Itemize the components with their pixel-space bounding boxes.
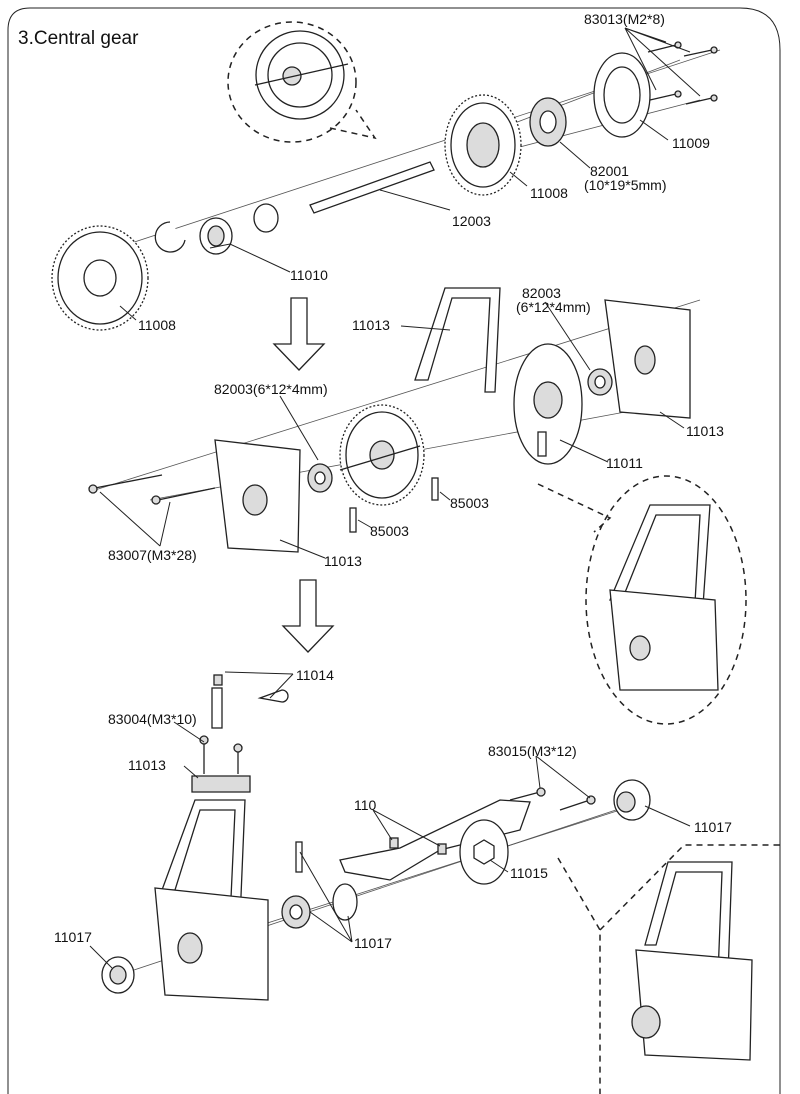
label-12003: 12003	[452, 213, 491, 229]
label-83004: 83004(M3*10)	[108, 711, 197, 727]
detail-callout-bottom	[557, 844, 780, 1094]
label-85003-left: 85003	[370, 523, 409, 539]
bearing-82001	[529, 97, 567, 147]
bearing-82003-right	[587, 368, 613, 396]
gear-11008-top	[444, 94, 522, 196]
housing-11013-left	[214, 439, 301, 553]
bearing-82003-left	[307, 463, 333, 493]
label-83007: 83007(M3*28)	[108, 547, 197, 563]
label-11013-right: 11013	[686, 423, 724, 439]
arrow-down-1	[272, 297, 326, 371]
cup-11017-right	[613, 779, 651, 821]
detail-callout-top	[227, 21, 377, 143]
frame-11013-upright	[414, 287, 501, 393]
label-11008-left: 11008	[138, 317, 176, 333]
cup-11017-left	[101, 956, 135, 994]
screws-83007	[88, 474, 216, 505]
label-11010: 11010	[290, 267, 328, 283]
arrow-down-2	[281, 579, 335, 653]
screws-83015	[509, 787, 596, 811]
label-85003-right: 85003	[450, 495, 489, 511]
label-11014: 11014	[296, 667, 334, 683]
gear-11008-left	[51, 225, 149, 331]
parts-11017-middle	[281, 841, 358, 929]
label-82003-right: 82003	[522, 285, 561, 301]
label-83013: 83013(M2*8)	[584, 11, 665, 27]
detail-callout-middle	[537, 475, 747, 725]
label-82003-left: 82003(6*12*4mm)	[214, 381, 328, 397]
parts-11010	[154, 203, 279, 255]
label-82001-size: (10*19*5mm)	[584, 177, 666, 193]
label-82003-right-size: (6*12*4mm)	[516, 299, 591, 315]
main-assembly-bottom	[154, 799, 269, 1001]
housing-11013-right	[604, 299, 691, 419]
screws-83013	[647, 41, 718, 105]
leader-lines	[89, 27, 701, 969]
bracket-11013	[191, 775, 251, 793]
pins-85003	[349, 477, 439, 533]
label-11013-bracket: 11013	[128, 757, 166, 773]
label-11017-middle: 11017	[354, 935, 392, 951]
section-title: 3.Central gear	[18, 28, 139, 49]
screws-83004	[199, 735, 243, 774]
label-110: 110	[354, 797, 377, 813]
disk-11015	[459, 819, 509, 885]
post-11014	[211, 674, 289, 729]
shaft-12003	[309, 161, 435, 214]
plate-11011	[513, 343, 583, 465]
gear-middle	[339, 404, 425, 506]
part-labels: 83013(M2*8) 11009 82001 (10*19*5mm) 1100…	[54, 11, 732, 951]
page-frame	[7, 7, 781, 1094]
label-11009: 11009	[672, 135, 710, 151]
label-11015: 11015	[510, 865, 548, 881]
label-83015: 83015(M3*12)	[488, 743, 577, 759]
label-82001: 82001	[590, 163, 629, 179]
label-11013-left: 11013	[324, 553, 362, 569]
label-11008-top: 11008	[530, 185, 568, 201]
plate-11009	[593, 52, 651, 138]
label-11011: 11011	[606, 455, 643, 471]
label-11017-right: 11017	[694, 819, 732, 835]
label-11013-upright: 11013	[352, 317, 390, 333]
label-11017-left: 11017	[54, 929, 92, 945]
